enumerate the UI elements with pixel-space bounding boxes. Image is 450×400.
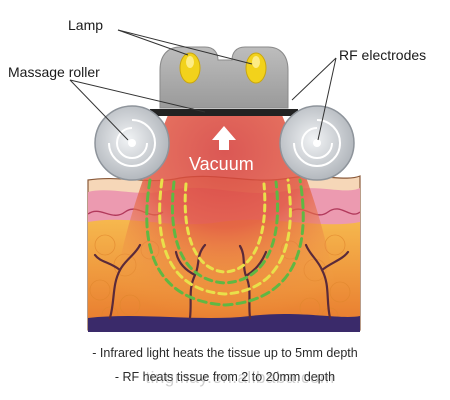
- caption-infrared: - Infrared light heats the tissue up to …: [92, 346, 358, 360]
- electrode-right: [313, 139, 321, 147]
- label-massage-roller: Massage roller: [8, 64, 100, 80]
- label-lamp: Lamp: [68, 17, 103, 33]
- rf-field: [145, 178, 305, 307]
- applicator-head: [150, 46, 298, 116]
- massage-roller-right: [279, 105, 355, 181]
- label-rf-electrodes: RF electrodes: [339, 47, 426, 63]
- electrode-left: [128, 139, 136, 147]
- applicator-body: [159, 46, 289, 109]
- caption-rf: - RF heats tissue from 2 to 20mm depth: [114, 370, 336, 384]
- blood-vessels: [93, 243, 350, 320]
- vacuum-up-arrow-icon: [212, 126, 236, 150]
- watermark: tingmay.en.alibaba.com: [145, 368, 335, 387]
- applicator-base-plate: [150, 109, 298, 116]
- label-vacuum: Vacuum: [189, 154, 254, 174]
- heat-zone: [110, 110, 340, 320]
- leader-lines: [69, 29, 337, 141]
